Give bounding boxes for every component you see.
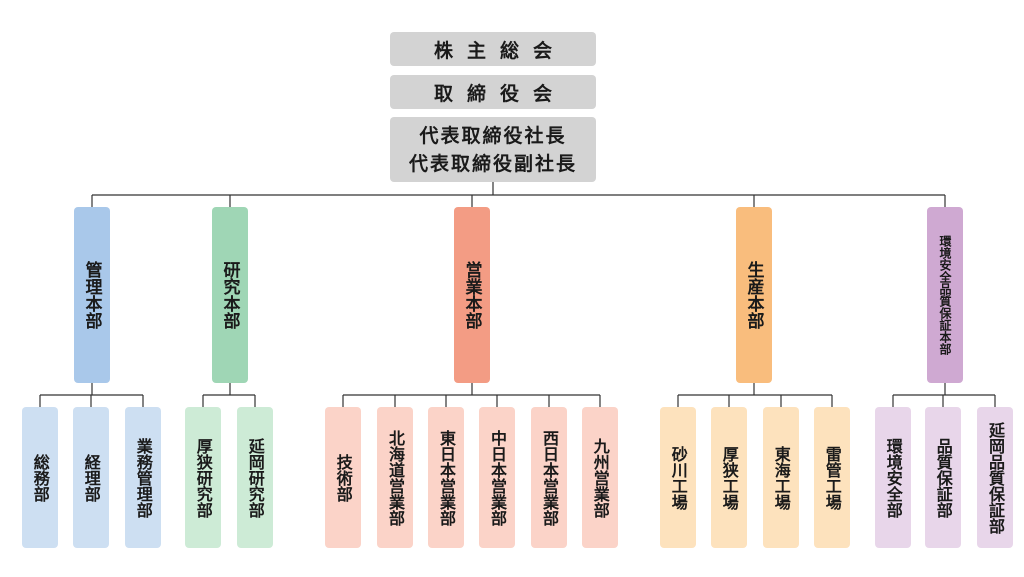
unit-environment-safety: 環境安全部 — [875, 407, 911, 548]
dept-environment-safety-qa: 環境安全品質保証本部 — [927, 207, 963, 383]
unit-engineering: 技術部 — [325, 407, 361, 548]
unit-kyushu-sales: 九州営業部 — [582, 407, 618, 548]
shareholders-meeting-label: 株主総会 — [433, 39, 566, 62]
shareholders-meeting-box: 株主総会 — [390, 32, 596, 66]
dept-sales: 営業本部 — [454, 207, 490, 383]
president-label: 代表取締役社長 — [419, 124, 567, 147]
unit-east-japan-sales: 東日本営業部 — [428, 407, 464, 548]
executives-box: 代表取締役社長 代表取締役副社長 — [390, 117, 596, 182]
unit-asa-research: 厚狭研究部 — [185, 407, 221, 548]
unit-quality-assurance: 品質保証部 — [925, 407, 961, 548]
dept-research: 研究本部 — [212, 207, 248, 383]
unit-general-affairs: 総務部 — [22, 407, 58, 548]
unit-central-japan-sales: 中日本営業部 — [479, 407, 515, 548]
unit-hokkaido-sales: 北海道営業部 — [377, 407, 413, 548]
dept-management: 管理本部 — [74, 207, 110, 383]
unit-asa-plant: 厚狭工場 — [711, 407, 747, 548]
unit-accounting: 経理部 — [73, 407, 109, 548]
unit-tokai-plant: 東海工場 — [763, 407, 799, 548]
dept-production: 生産本部 — [736, 207, 772, 383]
unit-nobeoka-research: 延岡研究部 — [237, 407, 273, 548]
unit-nobeoka-quality-assurance: 延岡品質保証部 — [977, 407, 1013, 548]
unit-business-management: 業務管理部 — [125, 407, 161, 548]
vice-president-label: 代表取締役副社長 — [408, 152, 577, 175]
board-of-directors-box: 取締役会 — [390, 75, 596, 109]
unit-west-japan-sales: 西日本営業部 — [531, 407, 567, 548]
board-of-directors-label: 取締役会 — [433, 82, 566, 105]
unit-detonator-plant: 雷管工場 — [814, 407, 850, 548]
unit-sunagawa-plant: 砂川工場 — [660, 407, 696, 548]
